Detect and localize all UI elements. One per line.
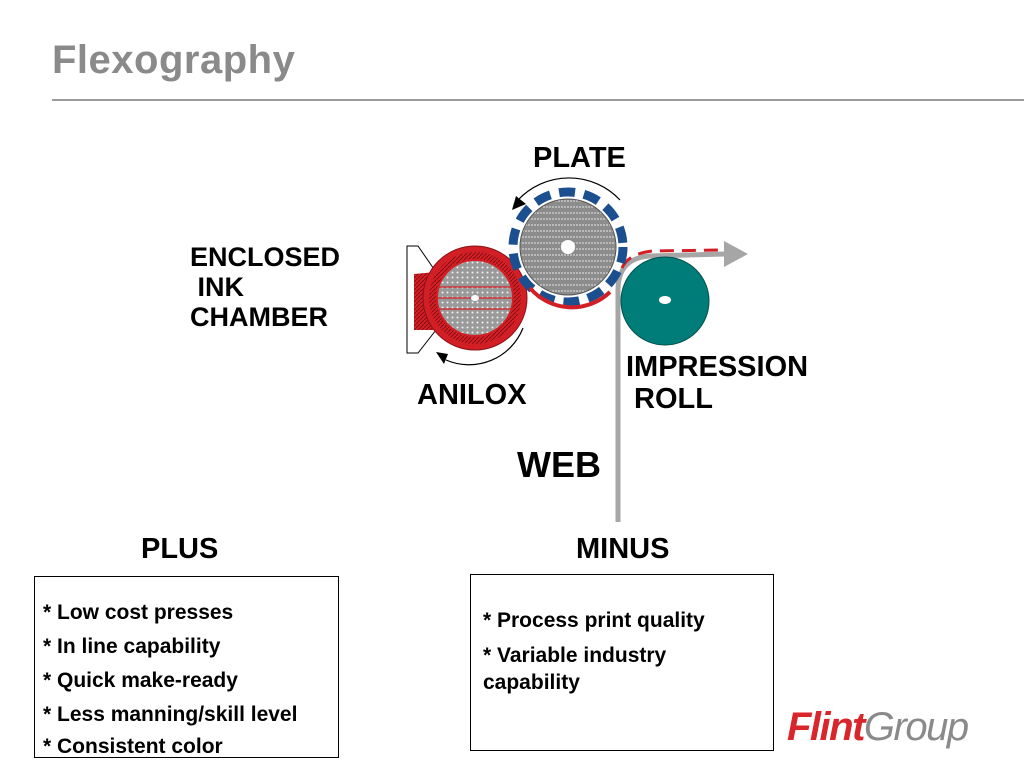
impression-roll-label: IMPRESSION ROLL [626,351,809,416]
plate-label: PLATE [533,142,626,174]
logo-flint-text: Flint [787,705,865,749]
logo-group-text: Group [863,705,969,749]
minus-item: * Variable industry capability [483,644,667,695]
flint-group-logo: FlintGroup [787,705,969,750]
plate-arrowhead [512,196,526,210]
plus-item: * In line capability [43,635,221,658]
anilox-label: ANILOX [417,379,527,411]
plate-cylinder [508,187,628,310]
printed-ink-film [620,248,723,269]
anilox-rotation-arrow [445,327,524,366]
anilox-arrowhead [436,352,448,364]
slide-title: Flexography [52,38,296,82]
anilox-roll [422,245,528,351]
minus-box: * Process print quality * Variable indus… [470,574,774,751]
minus-item: * Process print quality [483,609,705,632]
impression-roll [620,256,710,346]
web-arrowhead [724,241,748,267]
plus-heading: PLUS [141,533,219,565]
ink-chamber-label: ENCLOSED INK CHAMBER [190,242,341,333]
minus-heading: MINUS [576,533,670,565]
plus-item: * Consistent color [43,735,223,758]
plate-rotation-arrow [517,177,621,201]
plus-item: * Less manning/skill level [43,703,298,726]
title-divider [52,99,1024,101]
web-path [615,251,726,522]
plus-box: * Low cost presses * In line capability … [34,576,339,758]
plus-item: * Quick make-ready [43,669,238,692]
plus-item: * Low cost presses [43,601,234,624]
web-label: WEB [517,444,601,485]
